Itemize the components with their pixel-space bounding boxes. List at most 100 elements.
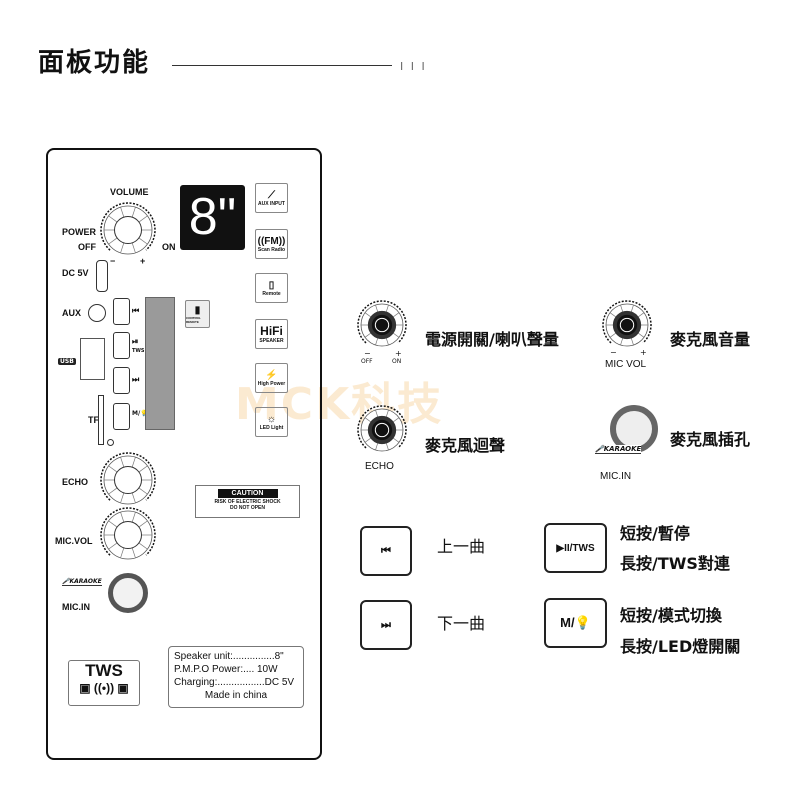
mode-button[interactable] xyxy=(113,403,130,430)
prev-icon: ⏮ xyxy=(132,306,140,315)
legend-power-plus: + xyxy=(395,349,402,358)
legend-echo-knob-icon xyxy=(357,405,407,452)
remote-icon: ▯Remote xyxy=(255,273,288,303)
legend-echo-caption: ECHO xyxy=(365,461,394,472)
aux-input-icon: ⟋AUX INPUT xyxy=(255,183,288,213)
legend-play-tws-button: ▶II/TWS xyxy=(544,523,607,573)
legend-play-short: 短按/暫停 xyxy=(620,524,690,543)
legend-karaoke-icon: 🎤KARAOKE xyxy=(595,445,642,454)
legend-power-knob-icon xyxy=(357,300,407,347)
indicator-led xyxy=(107,439,114,446)
mic-volume-knob[interactable] xyxy=(98,505,158,565)
legend-next-button: ⏭ xyxy=(360,600,412,650)
icon-glyph: HiFi xyxy=(260,324,283,338)
tws-speakers-icon: ▣ ((•)) ▣ xyxy=(79,681,129,695)
dc-port xyxy=(96,260,108,292)
legend-prev-button: ⏮ xyxy=(360,526,412,576)
caution-title: CAUTION xyxy=(217,489,278,498)
usb-icon: USB xyxy=(58,358,76,365)
tf-label: TF xyxy=(88,415,99,425)
tf-slot xyxy=(98,395,104,445)
karaoke-icon: 🎤KARAOKE xyxy=(62,578,102,586)
karaoke-text: KARAOKE xyxy=(69,578,102,585)
spec-speaker-unit: Speaker unit:...............8" xyxy=(174,651,284,662)
battery-icon: ⚡High Power xyxy=(255,363,288,393)
spec-made-in: Made in china xyxy=(204,690,268,701)
tws-small-label: TWS xyxy=(132,348,145,354)
legend-power-off: OFF xyxy=(361,358,373,365)
next-button[interactable] xyxy=(113,367,130,394)
on-label: ON xyxy=(162,242,176,252)
legend-mode-short: 短按/模式切換 xyxy=(620,606,722,625)
title-ticks: I I I xyxy=(400,60,427,73)
icon-caption: Remote xyxy=(262,290,281,297)
caution-line2: DO NOT OPEN xyxy=(229,505,265,511)
volume-label: VOLUME xyxy=(110,187,149,197)
icon-glyph: ▯ xyxy=(268,279,275,291)
legend-power-label: 電源開關/喇叭聲量 xyxy=(425,330,559,349)
spec-power: P.M.P.O Power:.... 10W xyxy=(174,664,278,675)
legend-mic-label: 麥克風音量 xyxy=(670,330,751,349)
legend-mode-button: M/💡 xyxy=(544,598,607,648)
prev-button[interactable] xyxy=(113,298,130,325)
volume-knob[interactable] xyxy=(98,200,158,260)
control-remote-icon: ▮CONTROL REMOTE xyxy=(185,300,210,328)
legend-play-long: 長按/TWS對連 xyxy=(620,554,730,573)
size-display: 8" xyxy=(180,185,245,250)
legend-mic-caption: MIC VOL xyxy=(605,359,647,370)
icon-caption: LED Light xyxy=(259,424,284,431)
tws-badge: TWS ▣ ((•)) ▣ xyxy=(68,660,140,706)
aux-label: AUX xyxy=(62,308,82,318)
usb-port xyxy=(80,338,105,380)
led-light-icon: ☼LED Light xyxy=(255,407,288,437)
legend-micin-caption: MIC.IN xyxy=(600,471,632,482)
tws-wave-icon: ((•)) xyxy=(93,681,115,695)
echo-knob[interactable] xyxy=(98,450,158,510)
legend-next-label: 下一曲 xyxy=(437,614,486,633)
fm-radio-icon: ((FM))Scan Radio xyxy=(255,229,288,259)
icon-caption: High Power xyxy=(257,380,286,387)
watermark: MCK科技 xyxy=(235,379,444,430)
icon-caption: SPEAKER xyxy=(259,338,284,344)
micvol-label: MIC.VOL xyxy=(55,536,93,546)
control-panel xyxy=(46,148,322,760)
led-display-window xyxy=(145,297,175,430)
spec-charging: Charging:.................DC 5V xyxy=(174,677,295,688)
legend-echo-label: 麥克風迴聲 xyxy=(425,436,506,455)
icon-glyph: ((FM)) xyxy=(257,235,286,247)
icon-caption: Scan Radio xyxy=(257,246,286,253)
legend-power-on: ON xyxy=(392,358,402,365)
legend-power-minus: − xyxy=(364,349,371,358)
icon-glyph: ☼ xyxy=(266,413,277,425)
icon-glyph: ⚡ xyxy=(265,369,278,381)
power-label: POWER xyxy=(62,227,97,237)
legend-mic-minus: − xyxy=(610,348,617,357)
legend-prev-label: 上一曲 xyxy=(437,537,486,556)
mode-light-icon: M/💡 xyxy=(132,410,148,417)
legend-mode-long: 長按/LED燈開關 xyxy=(620,637,741,656)
play-pause-icon: ⏯ xyxy=(132,337,139,346)
page-title: 面板功能 xyxy=(38,48,151,78)
remote-caption: CONTROL REMOTE xyxy=(186,315,201,324)
title-divider xyxy=(172,65,392,66)
minus-label: − xyxy=(110,256,116,266)
tws-badge-title: TWS xyxy=(85,661,123,680)
legend-mic-jack-label: 麥克風插孔 xyxy=(670,430,751,449)
echo-label: ECHO xyxy=(62,477,89,487)
caution-line1: RISK OF ELECTRIC SHOCK xyxy=(214,499,281,505)
next-icon: ⏭ xyxy=(132,375,140,384)
off-label: OFF xyxy=(78,242,96,252)
legend-karaoke-text: KARAOKE xyxy=(603,445,642,453)
icon-glyph: ⟋ xyxy=(268,189,275,201)
play-tws-button[interactable] xyxy=(113,332,130,359)
caution-label: CAUTION RISK OF ELECTRIC SHOCK DO NOT OP… xyxy=(195,485,300,518)
spec-label: Speaker unit:...............8" P.M.P.O P… xyxy=(168,646,304,708)
legend-mic-plus: + xyxy=(640,348,647,357)
mic-jack[interactable] xyxy=(108,573,148,613)
aux-port xyxy=(88,304,106,322)
micin-label: MIC.IN xyxy=(62,602,90,612)
legend-mic-knob-icon xyxy=(602,300,652,347)
icon-caption: AUX INPUT xyxy=(258,200,285,207)
dc-label: DC 5V xyxy=(62,268,89,278)
